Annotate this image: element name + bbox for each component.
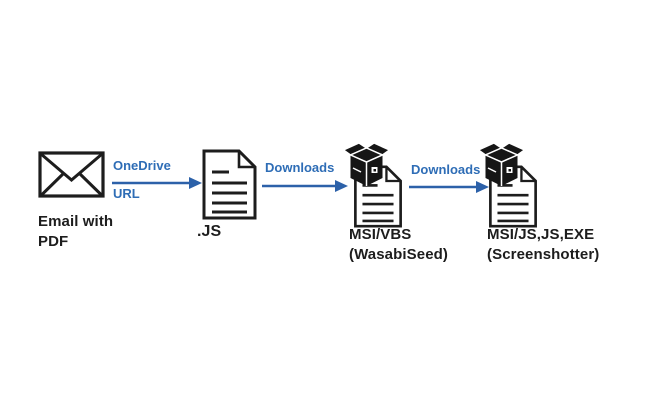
node-label-line: Email with bbox=[38, 213, 114, 230]
arrow-right-icon bbox=[262, 180, 348, 192]
package-icon bbox=[342, 142, 391, 186]
arrow-label-downloads-2: Downloads bbox=[411, 162, 481, 177]
node-label-wasabiseed: MSI/VBS (WasabiSeed) bbox=[349, 225, 448, 265]
arrow-label-onedrive-url-line2: URL bbox=[113, 186, 140, 201]
package-icon bbox=[477, 142, 526, 186]
document-icon bbox=[202, 149, 257, 220]
node-label-line: .JS bbox=[197, 223, 222, 240]
node-label-line: PDF bbox=[38, 233, 69, 250]
node-label-js: .JS bbox=[197, 222, 221, 242]
node-label-line: (WasabiSeed) bbox=[349, 246, 449, 263]
node-label-email: Email with PDF bbox=[38, 212, 113, 252]
envelope-icon bbox=[38, 151, 105, 198]
node-label-line: MSI/VBS bbox=[349, 226, 412, 243]
node-label-line: MSI/JS,JS,EXE bbox=[487, 226, 595, 243]
arrow-label-downloads-1: Downloads bbox=[265, 160, 335, 175]
node-label-line: (Screenshotter) bbox=[487, 246, 600, 263]
arrow-right-icon bbox=[409, 181, 489, 193]
arrow-right-icon bbox=[112, 177, 202, 189]
node-label-screenshotter: MSI/JS,JS,EXE (Screenshotter) bbox=[487, 225, 599, 265]
arrow-label-onedrive-url-line1: OneDrive bbox=[113, 158, 171, 173]
